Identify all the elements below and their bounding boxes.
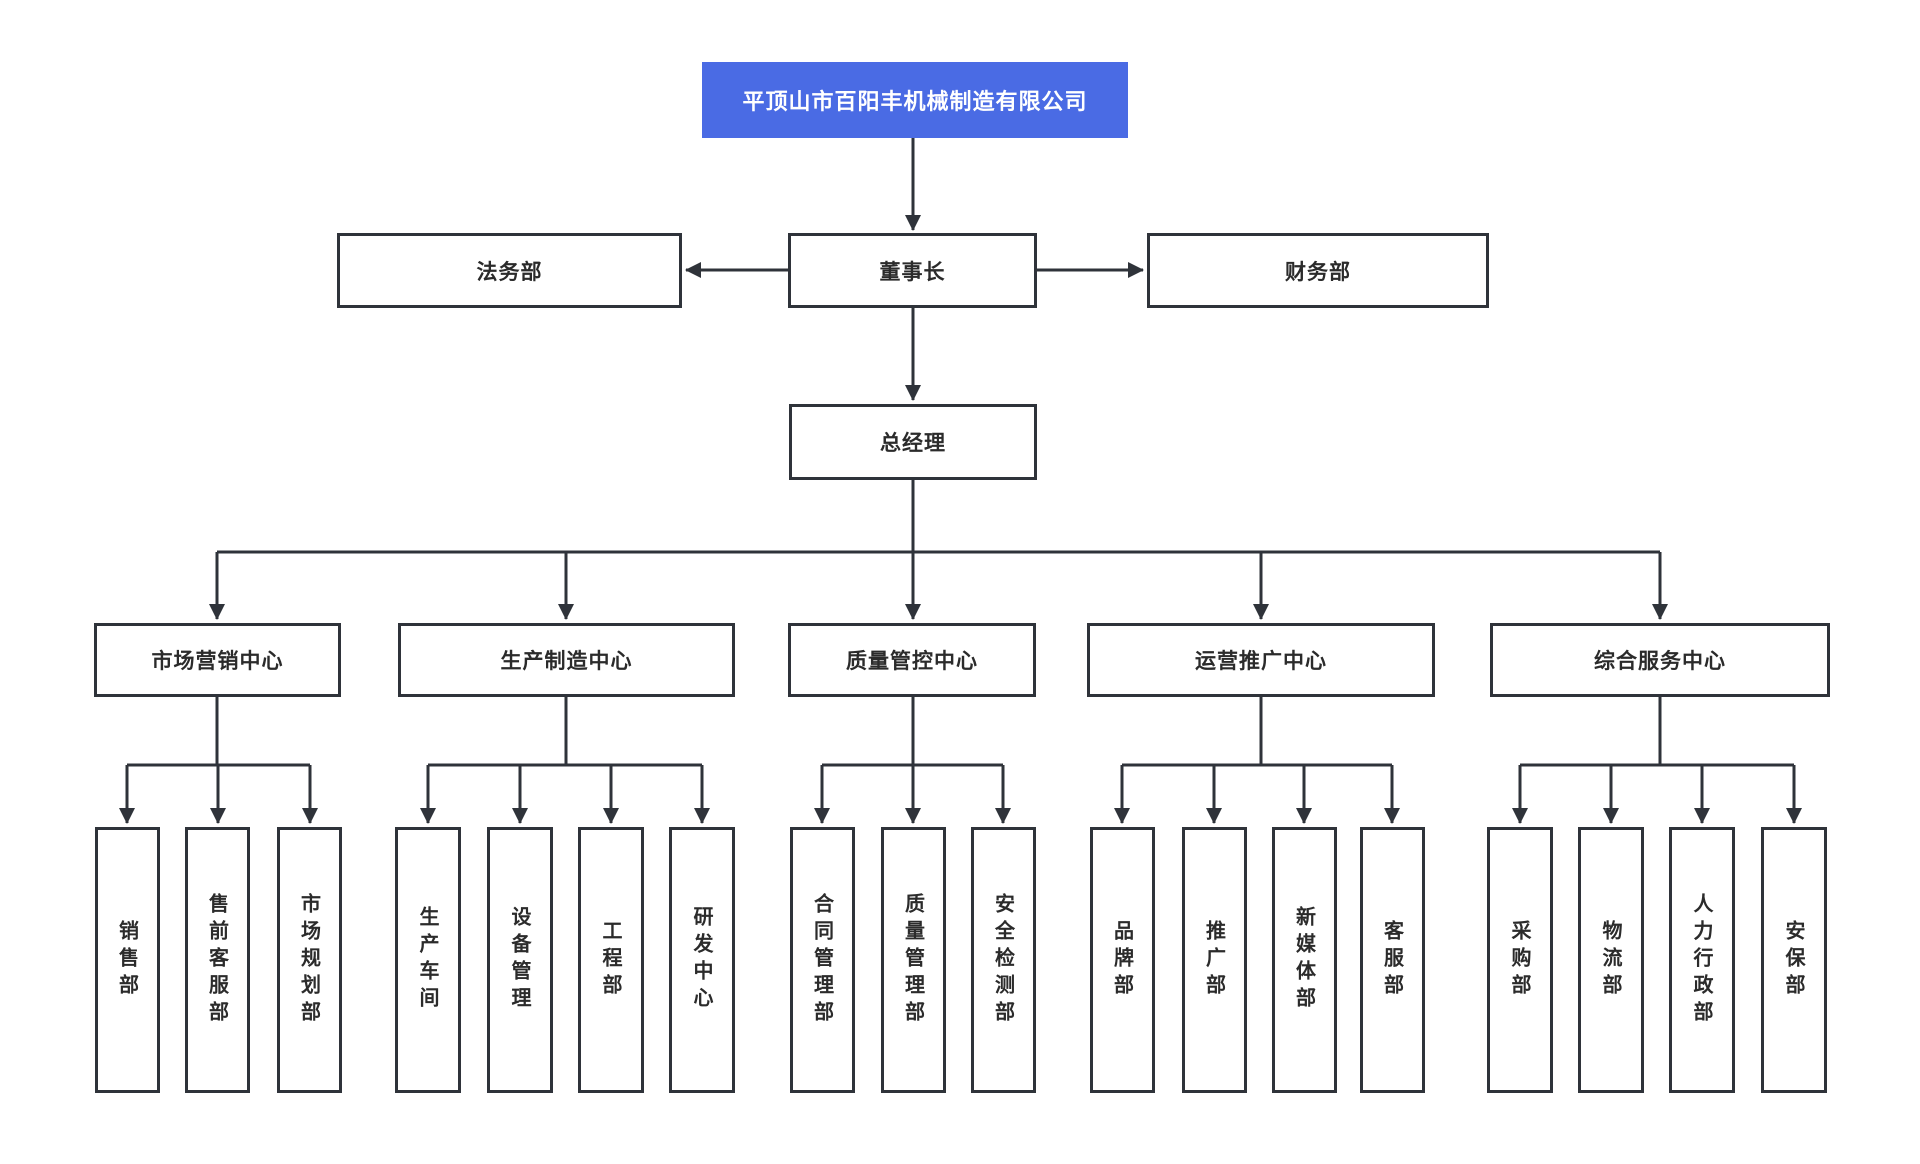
operations-center-node[interactable]: 运营推广中心 (1087, 623, 1435, 697)
marketing-center-node[interactable]: 市场营销中心 (94, 623, 341, 697)
promotion-dept-node[interactable]: 推广部 (1182, 827, 1247, 1093)
security-dept-node[interactable]: 安保部 (1761, 827, 1827, 1093)
security-dept-label: 安保部 (1782, 919, 1806, 1001)
logistics-dept-node[interactable]: 物流部 (1578, 827, 1644, 1093)
purchasing-dept-label: 采购部 (1508, 919, 1532, 1001)
rnd-center-node[interactable]: 研发中心 (669, 827, 735, 1093)
hr-admin-dept-label: 人力行政部 (1690, 892, 1714, 1028)
new-media-dept-label: 新媒体部 (1292, 906, 1317, 1014)
chairman-node[interactable]: 董事长 (788, 233, 1037, 308)
sales-dept-node[interactable]: 销售部 (95, 827, 160, 1093)
brand-dept-label: 品牌部 (1110, 919, 1135, 1001)
quality-mgmt-dept-label: 质量管理部 (901, 892, 926, 1028)
engineering-dept-node[interactable]: 工程部 (578, 827, 644, 1093)
hr-admin-dept-node[interactable]: 人力行政部 (1669, 827, 1735, 1093)
market-planning-dept-node[interactable]: 市场规划部 (277, 827, 342, 1093)
contract-mgmt-dept-node[interactable]: 合同管理部 (790, 827, 855, 1093)
presales-service-dept-node[interactable]: 售前客服部 (185, 827, 250, 1093)
customer-service-dept-label: 客服部 (1380, 919, 1405, 1001)
sales-dept-label: 销售部 (115, 919, 140, 1001)
presales-service-dept-label: 售前客服部 (205, 892, 230, 1028)
services-center-node[interactable]: 综合服务中心 (1490, 623, 1830, 697)
equipment-mgmt-node[interactable]: 设备管理 (487, 827, 553, 1093)
company-root-node[interactable]: 平顶山市百阳丰机械制造有限公司 (702, 62, 1128, 138)
production-workshop-label: 生产车间 (416, 906, 440, 1014)
brand-dept-node[interactable]: 品牌部 (1090, 827, 1155, 1093)
production-workshop-node[interactable]: 生产车间 (395, 827, 461, 1093)
new-media-dept-node[interactable]: 新媒体部 (1272, 827, 1337, 1093)
production-center-node[interactable]: 生产制造中心 (398, 623, 735, 697)
safety-inspection-dept-node[interactable]: 安全检测部 (971, 827, 1036, 1093)
legal-dept-node[interactable]: 法务部 (337, 233, 682, 308)
market-planning-dept-label: 市场规划部 (297, 892, 322, 1028)
purchasing-dept-node[interactable]: 采购部 (1487, 827, 1553, 1093)
general-manager-node[interactable]: 总经理 (789, 404, 1037, 480)
contract-mgmt-dept-label: 合同管理部 (810, 892, 835, 1028)
logistics-dept-label: 物流部 (1599, 919, 1623, 1001)
rnd-center-label: 研发中心 (690, 906, 714, 1014)
engineering-dept-label: 工程部 (599, 919, 623, 1001)
quality-mgmt-dept-node[interactable]: 质量管理部 (881, 827, 946, 1093)
promotion-dept-label: 推广部 (1202, 919, 1227, 1001)
customer-service-dept-node[interactable]: 客服部 (1360, 827, 1425, 1093)
equipment-mgmt-label: 设备管理 (508, 906, 532, 1014)
quality-center-node[interactable]: 质量管控中心 (788, 623, 1036, 697)
safety-inspection-dept-label: 安全检测部 (991, 892, 1016, 1028)
finance-dept-node[interactable]: 财务部 (1147, 233, 1489, 308)
